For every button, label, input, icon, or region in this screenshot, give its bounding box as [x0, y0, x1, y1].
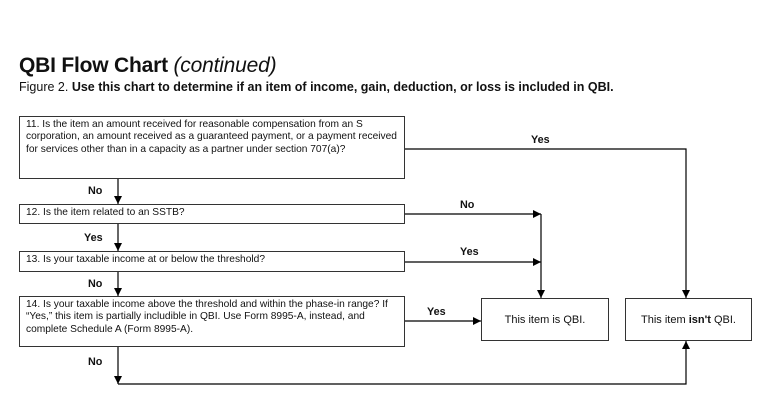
- figure-label: Figure 2.: [19, 80, 69, 94]
- figure-text: Use this chart to determine if an item o…: [71, 80, 614, 94]
- title-suffix: (continued): [173, 54, 277, 77]
- isnt-suffix: QBI.: [710, 314, 736, 327]
- label-q11-no: No: [88, 185, 103, 197]
- label-q14-yes: Yes: [427, 306, 446, 318]
- title-main: QBI Flow Chart: [19, 54, 168, 77]
- label-q12-yes: Yes: [84, 232, 103, 244]
- label-q13-yes: Yes: [460, 246, 479, 258]
- label-q14-no: No: [88, 356, 103, 368]
- page-title: QBI Flow Chart (continued): [19, 54, 277, 78]
- question-12-box: 12. Is the item related to an SSTB?: [19, 204, 405, 224]
- connector-q11-yes: [405, 148, 690, 298]
- label-q13-no: No: [88, 278, 103, 290]
- question-13-box: 13. Is your taxable income at or below t…: [19, 251, 405, 272]
- figure-caption: Figure 2. Use this chart to determine if…: [19, 80, 614, 94]
- question-11-box: 11. Is the item an amount received for r…: [19, 116, 405, 179]
- result-isnt-qbi-box: This item isn't QBI.: [625, 298, 752, 341]
- question-14-box: 14. Is your taxable income above the thr…: [19, 296, 405, 347]
- connector-no-loop: [118, 341, 690, 385]
- label-q12-no: No: [460, 199, 475, 211]
- label-q11-yes: Yes: [531, 134, 550, 146]
- isnt-bold: isn't: [688, 314, 711, 327]
- isnt-prefix: This item: [641, 314, 689, 327]
- result-is-qbi-box: This item is QBI.: [481, 298, 609, 341]
